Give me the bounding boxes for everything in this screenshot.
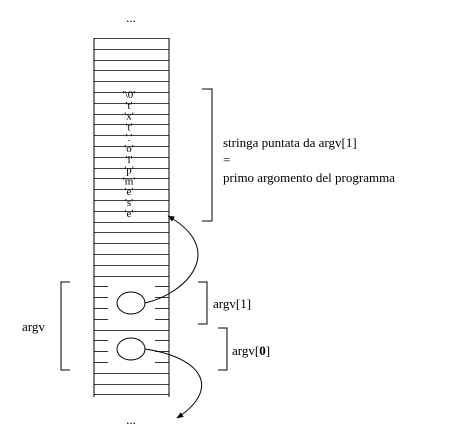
argv-label: argv [22, 319, 45, 334]
string-caption-line2: = [223, 152, 230, 167]
memory-row-lines [94, 38, 169, 395]
string-bracket [202, 88, 213, 222]
string-cell: 't' [125, 100, 132, 112]
string-cell: 'x' [124, 111, 133, 123]
string-cell: 'o' [124, 143, 133, 155]
argv1-pointer-cell [116, 291, 146, 315]
bottom-ellipsis: ... [126, 412, 136, 427]
string-cell: 's' [125, 197, 133, 209]
string-cell: 'p' [124, 165, 133, 177]
argv0-bracket [218, 327, 228, 371]
string-cell: 'e' [125, 208, 134, 220]
argv1-pointer-arrow [144, 215, 199, 304]
string-cell: 'm' [123, 175, 136, 187]
string-caption-line1: stringa puntata da argv[1] [223, 135, 357, 150]
argv0-pointer-cell [116, 337, 146, 361]
argv0-label-index: 0 [259, 343, 266, 358]
string-cell: 't' [125, 121, 132, 133]
string-cell: '\0' [123, 89, 136, 101]
string-cell: 'e' [125, 186, 134, 198]
argv0-label-suffix: ] [266, 343, 270, 358]
string-cells: '\0''t''x''t''.''o''i''p''m''e''s''e' [123, 89, 136, 220]
memory-column [93, 38, 170, 397]
string-cell: '.' [126, 132, 133, 144]
string-caption-line3: primo argomento del programma [223, 170, 395, 185]
argv0-pointer-arrow [144, 348, 203, 419]
argv0-label-prefix: argv[ [232, 343, 259, 358]
argv1-bracket [198, 281, 208, 325]
top-ellipsis: ... [126, 10, 136, 25]
argv0-label: argv[0] [232, 343, 270, 358]
argv1-label: argv[1] [213, 296, 251, 311]
string-cell: 'i' [125, 154, 132, 166]
argv-bracket [60, 281, 70, 371]
